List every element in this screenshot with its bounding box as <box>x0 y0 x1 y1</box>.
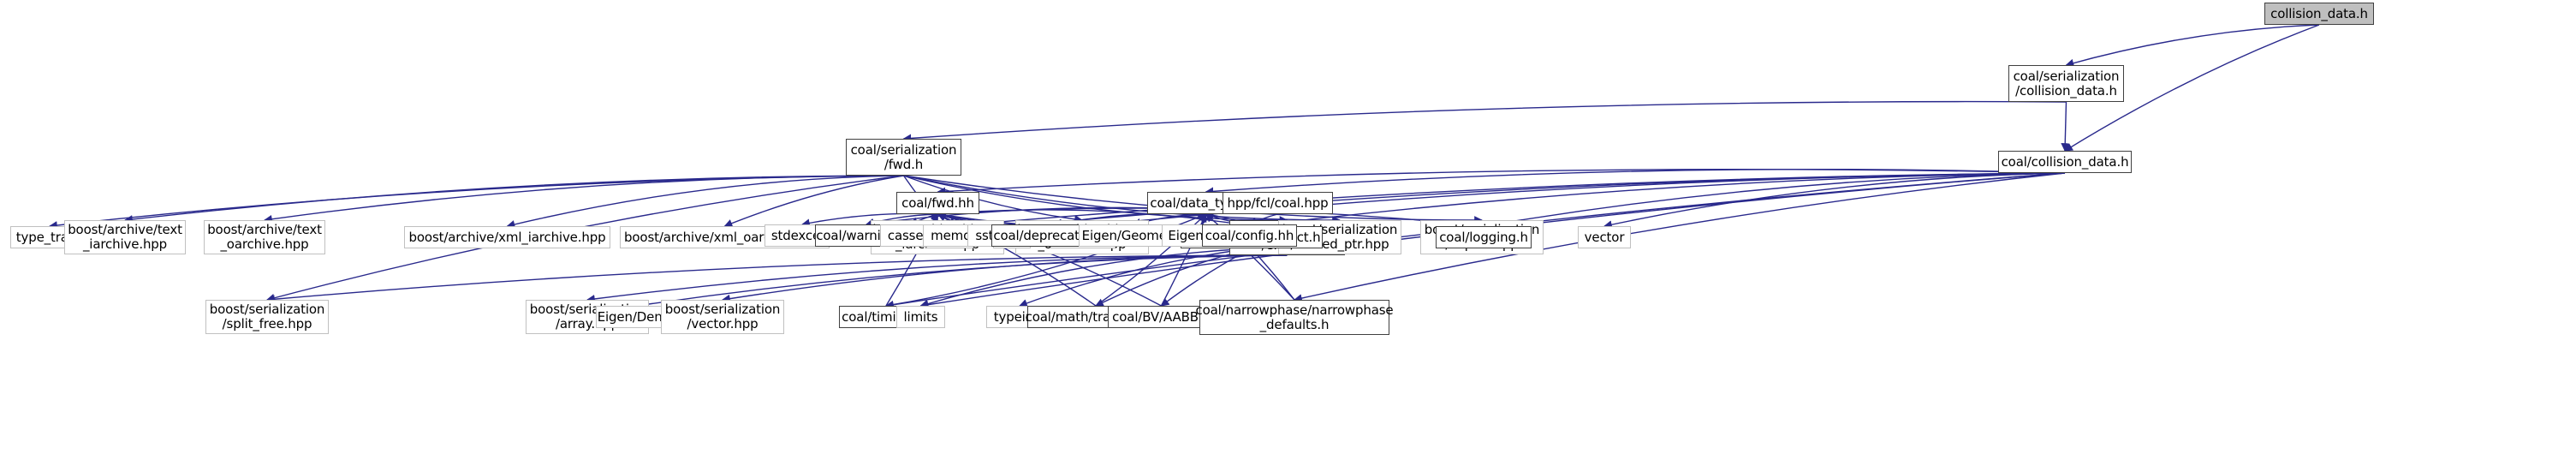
graph-edge <box>1603 172 2066 229</box>
graph-edge <box>1160 248 1252 307</box>
graph-node-boost-text-iarchive[interactable]: boost/archive/text _iarchive.hpp <box>64 220 186 254</box>
graph-edge <box>1294 172 2066 302</box>
graph-edge <box>919 248 1252 308</box>
graph-edge <box>49 175 904 230</box>
graph-edge <box>1205 168 2066 196</box>
graph-edge <box>937 168 2066 196</box>
graph-node-limits[interactable]: limits <box>896 306 945 328</box>
graph-edge <box>722 254 1288 303</box>
graph-edge <box>723 175 904 228</box>
graph-edge <box>124 175 904 224</box>
graph-node-boost-ser-split-free[interactable]: boost/serialization /split_free.hpp <box>205 300 329 334</box>
graph-edge <box>1095 248 1252 307</box>
graph-node-boost-xml-iarchive[interactable]: boost/archive/xml_iarchive.hpp <box>404 226 610 248</box>
graph-edge <box>949 172 2066 230</box>
graph-edge <box>2061 101 2070 152</box>
graph-node-coal-logging-h[interactable]: coal/logging.h <box>1436 226 1532 248</box>
graph-node-coal-collision-data-h[interactable]: coal/collision_data.h <box>1998 151 2132 173</box>
graph-edge <box>2065 24 2320 68</box>
graph-node-boost-text-oarchive[interactable]: boost/archive/text _oarchive.hpp <box>204 220 325 254</box>
graph-node-vector[interactable]: vector <box>1578 226 1631 248</box>
graph-edge <box>586 254 1288 303</box>
graph-edge <box>1251 172 2066 230</box>
graph-node-hpp-fcl-coal-hpp[interactable]: hpp/fcl/coal.hpp <box>1223 192 1333 214</box>
graph-edge <box>1200 213 1209 225</box>
graph-node-coal-config-hh[interactable]: coal/config.hh <box>1202 224 1297 247</box>
graph-node-coal-bv-aabb-h[interactable]: coal/BV/AABB.h <box>1108 306 1215 328</box>
graph-node-coal-fwd-hh[interactable]: coal/fwd.hh <box>896 192 979 214</box>
graph-edge <box>506 175 904 229</box>
graph-edge <box>1483 172 2066 230</box>
graph-node-collision-data-h[interactable]: collision_data.h <box>2264 3 2374 25</box>
graph-node-coal-ser-fwd-h[interactable]: coal/serialization /fwd.h <box>846 139 961 176</box>
graph-edge <box>636 254 1288 309</box>
graph-edge <box>1019 248 1252 308</box>
graph-edge <box>266 254 1288 304</box>
graph-node-boost-ser-vector[interactable]: boost/serialization /vector.hpp <box>661 300 784 334</box>
graph-edge <box>264 175 904 224</box>
graph-edge <box>902 100 2067 143</box>
graph-node-coal-narrowphase-defaults-h[interactable]: coal/narrowphase/narrowphase _defaults.h <box>1196 300 1394 335</box>
graph-node-coal-ser-collision-data-h[interactable]: coal/serialization /collision_data.h <box>2008 65 2124 102</box>
